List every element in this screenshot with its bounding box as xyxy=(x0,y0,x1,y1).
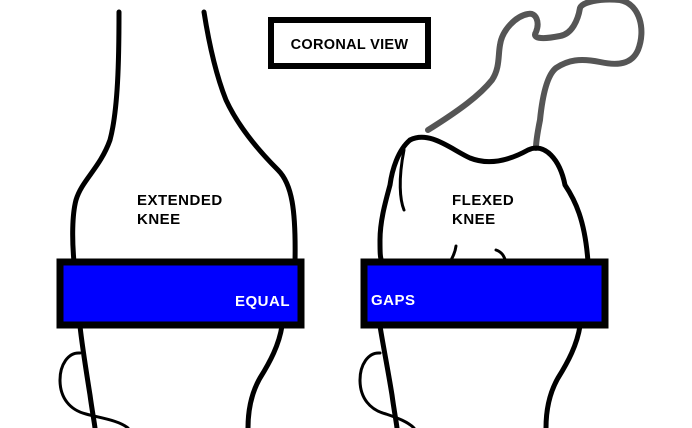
gap-word-gaps: GAPS xyxy=(371,292,416,309)
extended-tibia xyxy=(58,323,285,428)
extended-spacer xyxy=(56,258,305,329)
flexed-tibia xyxy=(358,323,583,428)
flexed-spacer xyxy=(360,258,609,329)
extended-label-line1: EXTENDED xyxy=(137,192,223,209)
flexed-label-line1: FLEXED xyxy=(452,192,514,209)
title-box: CORONAL VIEW xyxy=(268,17,431,69)
extended-femur xyxy=(70,9,298,265)
flexed-label-line2: KNEE xyxy=(452,211,496,228)
gap-word-equal: EQUAL xyxy=(235,293,290,310)
extended-label-line2: KNEE xyxy=(137,211,181,228)
title-text: CORONAL VIEW xyxy=(291,37,409,53)
